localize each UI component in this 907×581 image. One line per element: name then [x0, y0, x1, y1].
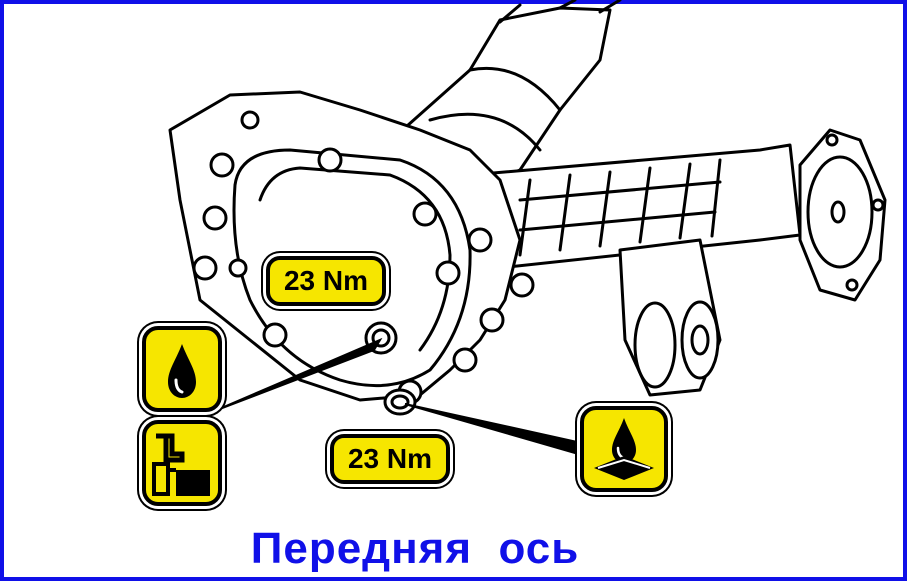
diagram-caption: Передняя ось — [250, 524, 580, 573]
leader-fill — [211, 337, 383, 413]
fill-level-icon — [142, 420, 222, 506]
cover-bolts — [192, 110, 535, 405]
drain-plug-torque-label: 23 Nm — [330, 434, 450, 484]
fill-plug-torque-label: 23 Nm — [266, 256, 386, 306]
oil-drain-icon — [580, 406, 668, 492]
drain-plug — [383, 388, 417, 416]
oil-drop-icon — [142, 326, 222, 412]
